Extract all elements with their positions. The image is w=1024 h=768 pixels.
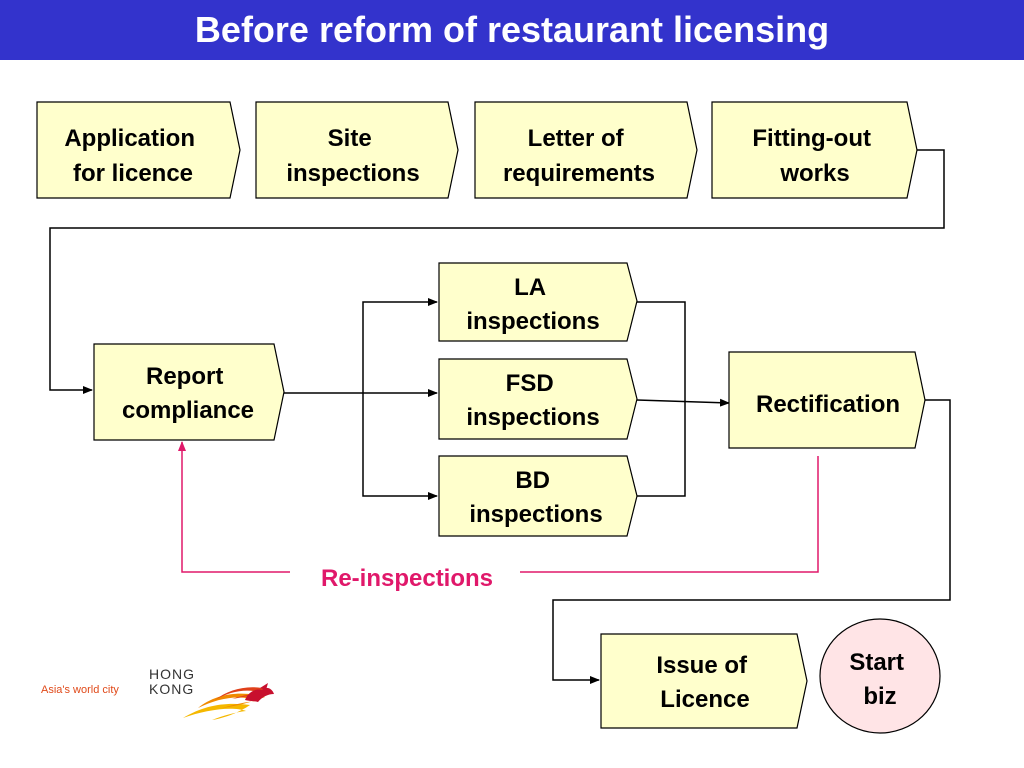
logo-kong: KONG (149, 681, 194, 697)
connector-bd-out (637, 400, 686, 497)
step-report-line-2: compliance (122, 397, 254, 424)
step-site-line-2: inspections (286, 160, 419, 187)
step-application: Application for licence (36, 101, 241, 199)
reinspection-line-right (520, 456, 819, 573)
svg-text:Fitting-out works: Fitting-out works (752, 125, 877, 187)
step-rectification: Rectification (728, 351, 926, 449)
svg-text:Report compliance: Report compliance (122, 363, 254, 424)
connector-to-rectification (636, 398, 730, 407)
step-issue-line-1: Issue of (656, 652, 748, 679)
step-start-line-2: biz (863, 683, 896, 710)
connectors (49, 149, 951, 684)
step-la-inspections: LA inspections (438, 262, 638, 342)
step-fitting-out-works: Fitting-out works (711, 101, 918, 199)
connector-la-out (637, 301, 686, 400)
svg-text:Issue of Licence: Issue of Licence (656, 652, 753, 713)
svg-text:LA inspections: LA inspections (466, 274, 599, 335)
step-issue-line-2: Licence (660, 686, 749, 713)
connector-fitting-to-report (49, 149, 945, 394)
step-start-line-1: Start (849, 649, 904, 676)
svg-text:BD inspections: BD inspections (469, 467, 602, 528)
svg-text:Site inspections: Site inspections (286, 125, 419, 187)
step-letter-line-1: Letter of (528, 125, 625, 152)
step-rectification-line-1: Rectification (756, 391, 900, 418)
svg-text:Application for licence: Application for licence (64, 125, 201, 187)
step-la-line-1: LA (514, 274, 546, 301)
page-title: Before reform of restaurant licensing (194, 9, 830, 50)
svg-text:FSD inspections: FSD inspections (466, 370, 599, 431)
svg-text:Start biz: Start biz (849, 649, 910, 710)
brand-hong-kong-logo: Asia's world city HONG KONG (41, 666, 274, 720)
step-fsd-inspections: FSD inspections (438, 358, 638, 440)
step-issue-of-licence: Issue of Licence (600, 633, 808, 729)
reinspection-loop (178, 441, 819, 573)
connector-rectification-to-issue (552, 399, 951, 684)
step-site-line-1: Site (328, 125, 372, 152)
step-fitting-line-2: works (779, 160, 849, 187)
flying-dragon-icon (183, 683, 274, 720)
step-application-line-2: for licence (73, 160, 193, 187)
logo-hong: HONG (149, 666, 195, 682)
reinspection-line-left (178, 441, 290, 573)
step-bd-line-2: inspections (469, 501, 602, 528)
connector-split-to-la (362, 298, 438, 393)
step-fitting-line-1: Fitting-out (752, 125, 871, 152)
step-bd-inspections: BD inspections (438, 455, 638, 537)
svg-text:Letter of requirements: Letter of requirements (503, 125, 655, 187)
step-report-compliance: Report compliance (93, 343, 285, 441)
step-site-inspections: Site inspections (255, 101, 459, 199)
step-fsd-line-1: FSD (506, 370, 554, 397)
step-report-line-1: Report (146, 363, 223, 390)
logo-tagline: Asia's world city (41, 684, 119, 696)
step-letter-of-requirements: Letter of requirements (474, 101, 698, 199)
reinspections-label: Re-inspections (321, 565, 493, 592)
title-bar (0, 0, 1024, 60)
step-bd-line-1: BD (515, 467, 550, 494)
step-start-biz: Start biz (819, 618, 941, 734)
step-application-line-1: Application (64, 125, 195, 152)
step-la-line-2: inspections (466, 308, 599, 335)
step-letter-line-2: requirements (503, 160, 655, 187)
svg-text:Rectification: Rectification (756, 391, 900, 418)
step-fsd-line-2: inspections (466, 404, 599, 431)
connector-split-to-bd (362, 393, 438, 500)
